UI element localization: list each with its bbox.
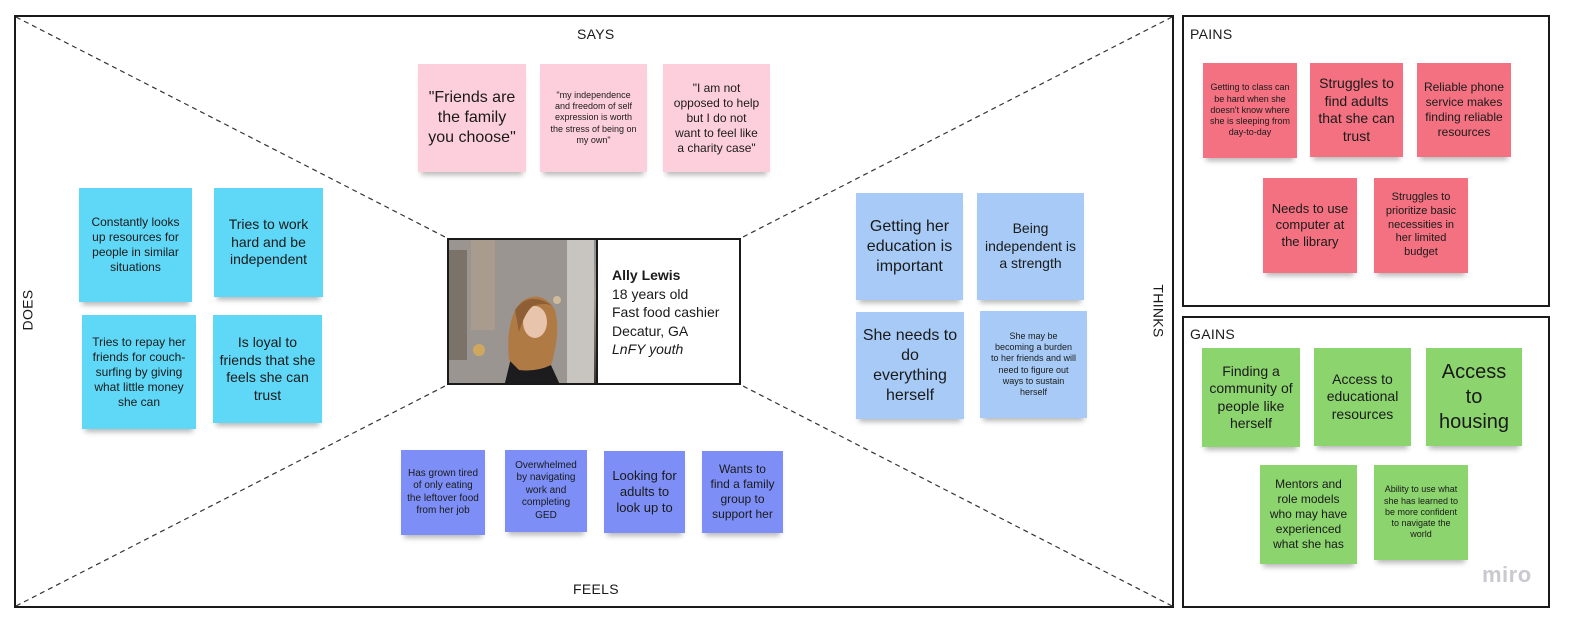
- gains-sticky[interactable]: Mentors and role models who may have exp…: [1260, 465, 1357, 564]
- persona-photo: [449, 240, 598, 383]
- feels-label: FEELS: [573, 581, 619, 597]
- feels-sticky[interactable]: Looking for adults to look up to: [604, 451, 685, 533]
- persona-card: Ally Lewis 18 years old Fast food cashie…: [447, 238, 741, 385]
- says-label: SAYS: [577, 26, 615, 42]
- gains-sticky[interactable]: Access to educational resources: [1314, 348, 1411, 446]
- persona-job: Fast food cashier: [612, 304, 720, 320]
- does-sticky[interactable]: Is loyal to friends that she feels she c…: [213, 315, 322, 423]
- thinks-sticky[interactable]: She needs to do everything herself: [856, 312, 964, 419]
- persona-age: 18 years old: [612, 285, 689, 302]
- feels-sticky[interactable]: Overwhelmed by navigating work and compl…: [505, 450, 587, 532]
- pains-panel: [1182, 15, 1550, 307]
- thinks-sticky[interactable]: Getting her education is important: [856, 193, 963, 300]
- does-label: DOES: [19, 289, 36, 331]
- does-sticky[interactable]: Tries to work hard and be independent: [214, 188, 323, 297]
- pains-sticky[interactable]: Getting to class can be hard when she do…: [1203, 63, 1297, 158]
- says-sticky[interactable]: "Friends are the family you choose": [418, 64, 526, 172]
- pains-sticky[interactable]: Struggles to find adults that she can tr…: [1310, 63, 1403, 157]
- persona-location: Decatur, GA: [612, 322, 689, 339]
- pains-sticky[interactable]: Struggles to prioritize basic necessitie…: [1374, 178, 1468, 273]
- says-sticky[interactable]: "my independence and freedom of self exp…: [540, 64, 647, 172]
- pains-sticky[interactable]: Needs to use computer at the library: [1263, 178, 1357, 273]
- thinks-sticky[interactable]: Being independent is a strength: [977, 193, 1084, 300]
- thinks-label: THINKS: [1150, 284, 1167, 338]
- says-sticky[interactable]: "I am not opposed to help but I do not w…: [663, 64, 770, 172]
- does-sticky[interactable]: Tries to repay her friends for couch-sur…: [82, 315, 196, 429]
- gains-sticky[interactable]: Finding a community of people like herse…: [1202, 348, 1300, 447]
- gains-sticky[interactable]: Ability to use what she has learned to b…: [1374, 465, 1468, 560]
- persona-group: LnFY youth: [612, 341, 684, 357]
- feels-sticky[interactable]: Wants to find a family group to support …: [702, 451, 783, 533]
- pains-label: PAINS: [1190, 26, 1233, 42]
- does-sticky[interactable]: Constantly looks up resources for people…: [79, 188, 192, 302]
- thinks-sticky[interactable]: She may be becoming a burden to her frie…: [980, 311, 1087, 418]
- feels-sticky[interactable]: Has grown tired of only eating the lefto…: [401, 450, 485, 535]
- pains-sticky[interactable]: Reliable phone service makes finding rel…: [1417, 63, 1511, 157]
- miro-watermark: miro: [1482, 562, 1532, 587]
- persona-info: Ally Lewis 18 years old Fast food cashie…: [598, 240, 719, 383]
- persona-name: Ally Lewis: [612, 267, 681, 283]
- gains-sticky[interactable]: Access to housing: [1426, 348, 1522, 446]
- gains-label: GAINS: [1190, 326, 1236, 342]
